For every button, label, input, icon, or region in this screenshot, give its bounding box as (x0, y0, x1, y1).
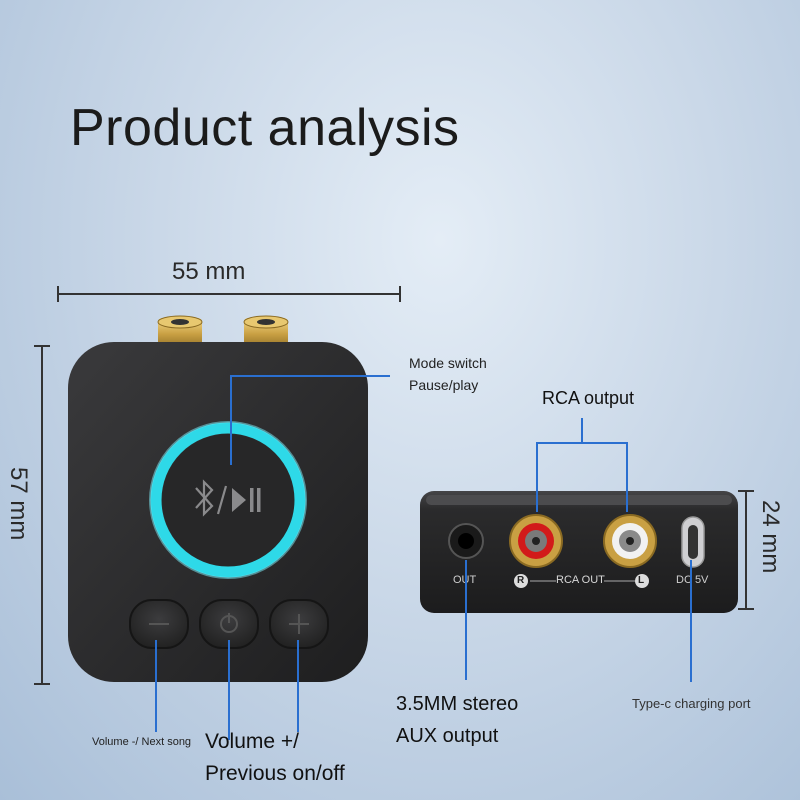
volume-minus-button[interactable] (129, 599, 189, 649)
mode-switch-label: Mode switch Pause/play (409, 352, 487, 396)
volume-minus-callout-line (155, 640, 157, 732)
volume-minus-label: Volume -/ Next song (92, 736, 192, 748)
depth-dimension-line (745, 490, 747, 610)
mode-switch-callout-line-v (230, 375, 232, 465)
width-dimension-label: 55 mm (172, 258, 246, 285)
volume-plus-label: Volume +/ Previous on/off (205, 726, 345, 790)
rca-left-label: L (638, 575, 645, 586)
aux-port-label: OUT (453, 574, 476, 586)
aux-output-label: 3.5MM stereo AUX output (396, 688, 518, 752)
volume-plus-line-2: Previous on/off (205, 762, 345, 785)
play-pause-icon (232, 488, 246, 512)
depth-dimension-tick-bottom (738, 608, 754, 610)
width-dimension-line (58, 293, 401, 295)
typec-callout-line (690, 560, 692, 682)
dc-port-label: DC 5V (676, 574, 709, 586)
bluetooth-icon (195, 479, 214, 517)
mode-switch-line-1: Mode switch (409, 355, 487, 371)
rca-port-left-white (603, 514, 657, 568)
rca-right-label: R (517, 575, 525, 586)
device-side-view (420, 491, 738, 613)
typec-label: Type-c charging port (632, 696, 751, 711)
depth-dimension-label: 24 mm (757, 500, 784, 574)
volume-plus-button[interactable] (269, 599, 329, 649)
aux-output-line-2: AUX output (396, 725, 499, 747)
page-title: Product analysis (70, 99, 460, 157)
power-callout-line (228, 640, 230, 740)
volume-plus-line-1: Volume +/ (205, 730, 299, 753)
depth-dimension-tick-top (738, 490, 754, 492)
width-dimension-tick-right (399, 286, 401, 302)
aux-port (448, 523, 484, 559)
volume-plus-callout-line (297, 640, 299, 732)
device-front-view (68, 315, 368, 682)
rca-port-right-red (509, 514, 563, 568)
rca-output-label: RCA output (542, 388, 635, 408)
rca-callout-left-drop (536, 442, 538, 512)
bluetooth-play-button[interactable] (149, 421, 307, 579)
mode-switch-callout-line-h (230, 375, 390, 377)
typec-port (681, 516, 705, 568)
mode-switch-line-2: Pause/play (409, 377, 479, 393)
height-dimension-tick-bottom (34, 683, 50, 685)
height-dimension-tick-top (34, 345, 50, 347)
aux-output-line-1: 3.5MM stereo (396, 693, 519, 715)
height-dimension-line (41, 345, 43, 685)
rca-callout-right-drop (626, 442, 628, 512)
device-side-body (420, 491, 738, 613)
height-dimension-label: 57 mm (5, 467, 32, 541)
rca-callout-stem (581, 418, 583, 442)
rca-callout-bar (536, 442, 628, 444)
width-dimension-tick-left (57, 286, 59, 302)
rca-out-label: RCA OUT (556, 574, 605, 586)
aux-callout-line (465, 560, 467, 680)
